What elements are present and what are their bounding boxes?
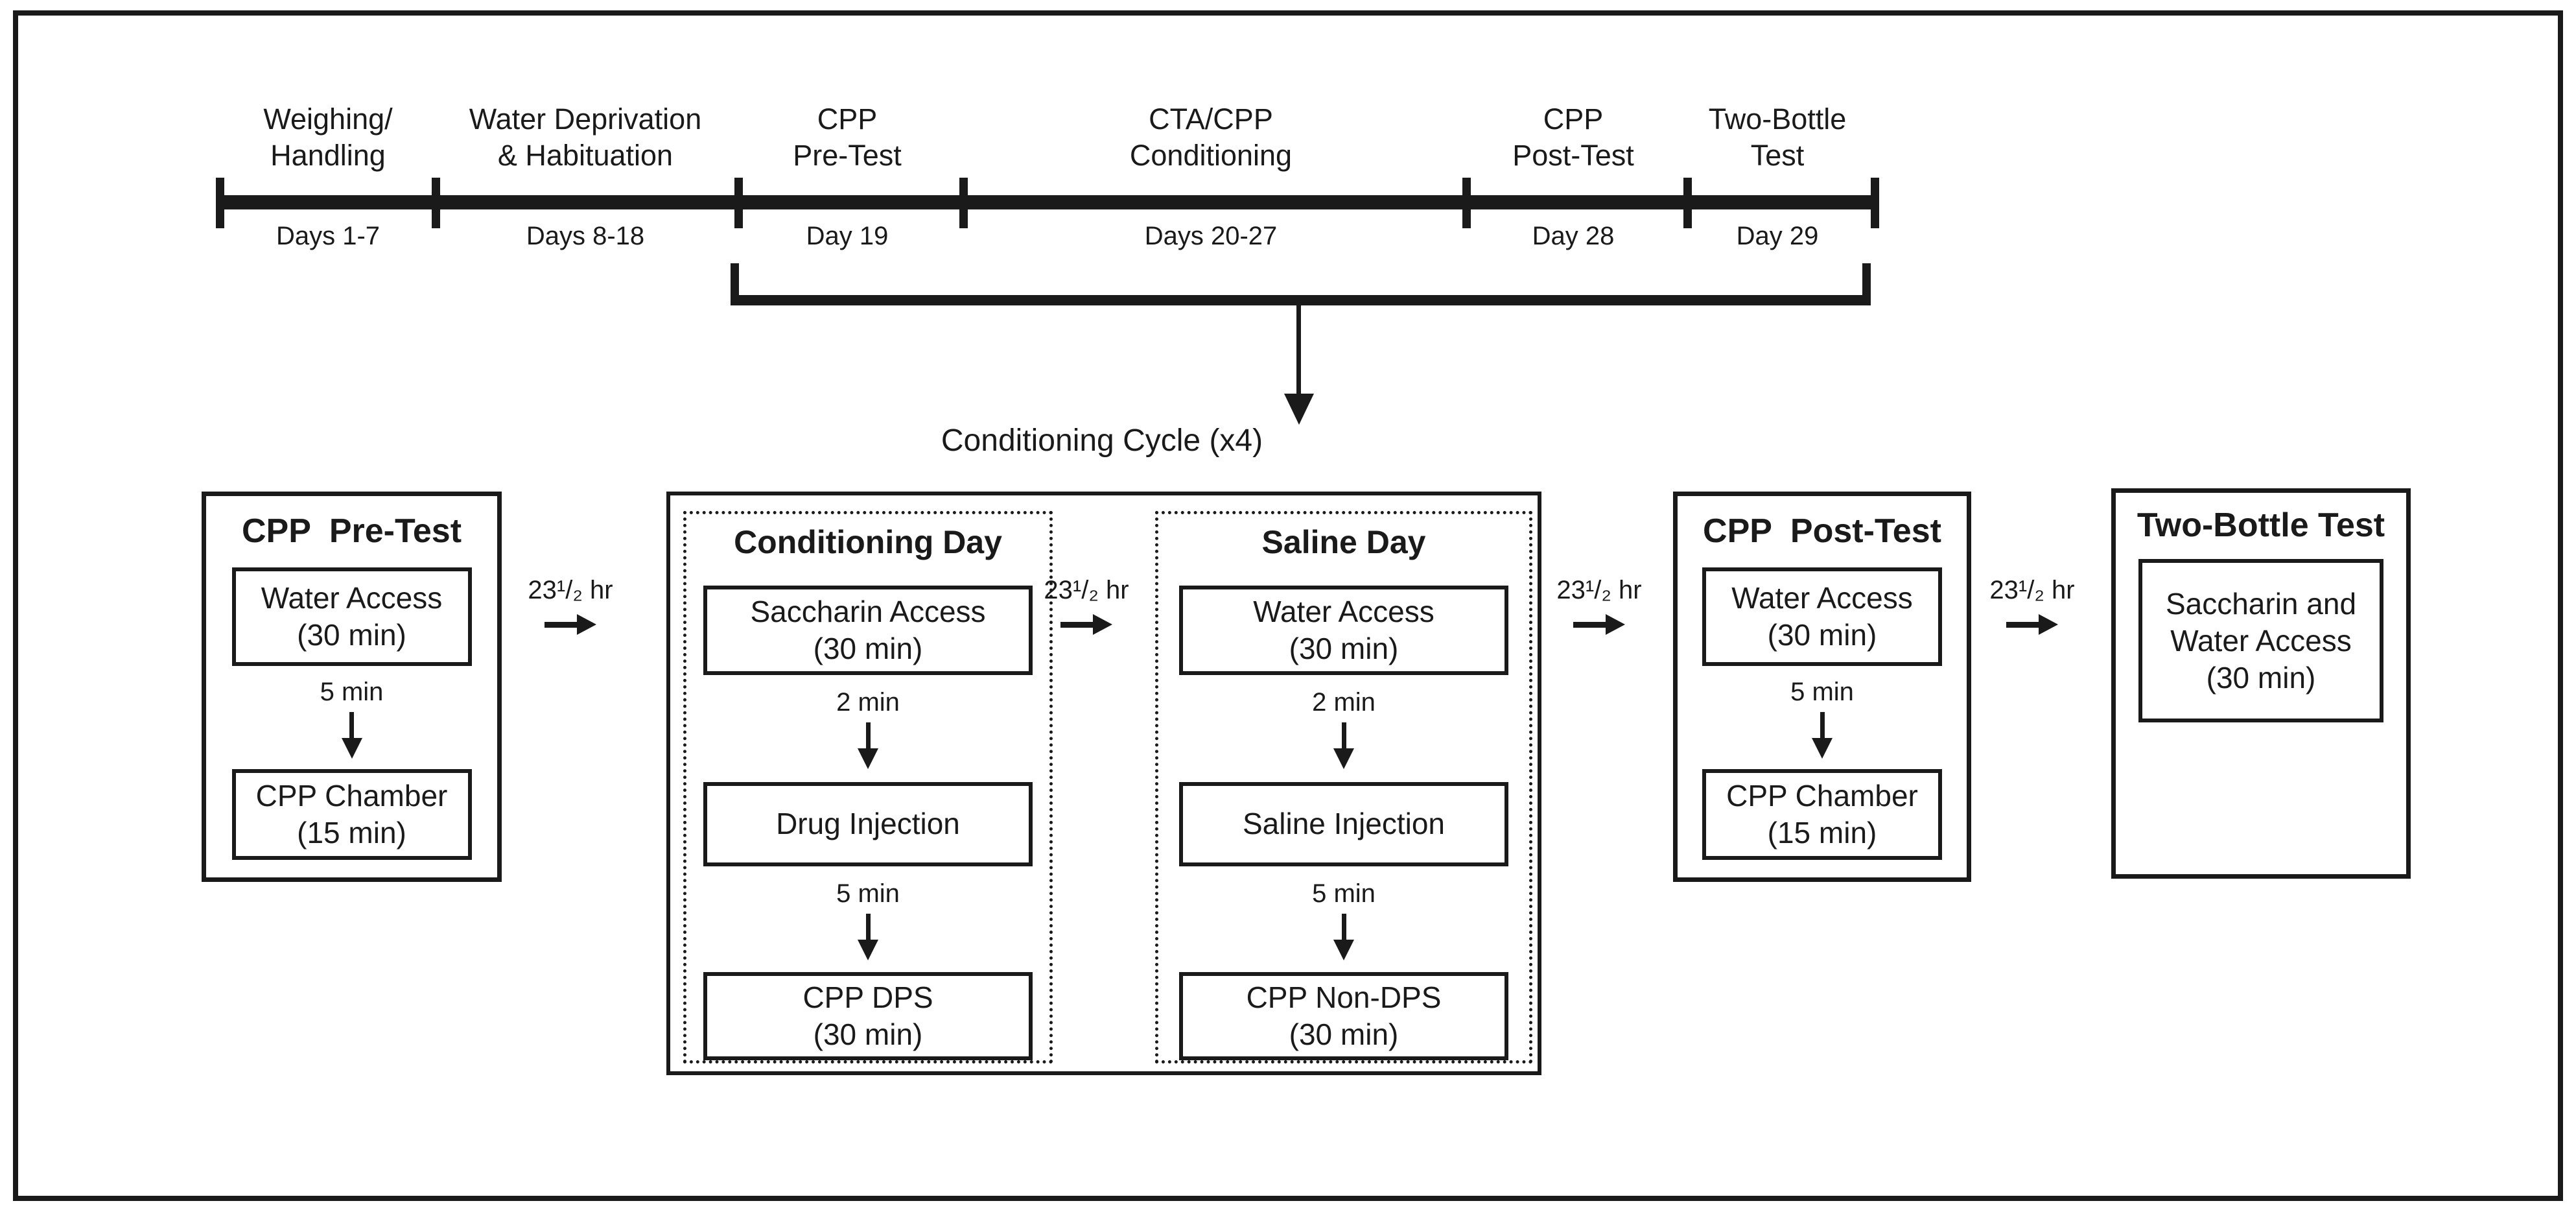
delay-label: 5 min <box>836 879 900 908</box>
down-arrow-icon <box>1333 913 1354 960</box>
water-access-box: Water Access (30 min) <box>231 567 472 666</box>
step-duration: (15 min) <box>1767 816 1877 850</box>
step-duration: (30 min) <box>813 632 923 666</box>
transition-label: 23¹/₂ hr <box>1556 576 1642 604</box>
delay-step: 2 min <box>836 688 900 770</box>
conditioning-cycle-container: Conditioning Day Saccharin Access (30 mi… <box>666 492 1541 1075</box>
timeline-tick-1 <box>432 178 440 228</box>
delay-step: 2 min <box>1312 688 1376 770</box>
delay-label: 2 min <box>1312 688 1376 717</box>
step-label: Water Access <box>1731 581 1913 615</box>
saline-injection-box: Saline Injection <box>1179 782 1508 866</box>
step-label: CPP DPS <box>802 980 933 1014</box>
saline-day-box: Saline Day Water Access (30 min) 2 min S… <box>1155 511 1532 1063</box>
conditioning-day-box: Conditioning Day Saccharin Access (30 mi… <box>683 511 1053 1063</box>
step-duration: (30 min) <box>1767 618 1877 652</box>
timeline-days-label: Day 28 <box>1532 222 1615 250</box>
right-arrow-icon <box>1573 614 1625 635</box>
delay-step: 5 min <box>836 879 900 960</box>
transition-label: 23¹/₂ hr <box>528 576 613 604</box>
bracket-bar <box>731 295 1871 305</box>
timeline-tick-4 <box>1462 178 1471 228</box>
timeline-days-label: Days 1-7 <box>275 222 381 250</box>
delay-step: 5 min <box>1790 678 1854 759</box>
transition-label: 23¹/₂ hr <box>1044 576 1129 604</box>
bracket-right-tick <box>1862 263 1871 305</box>
step-duration: (30 min) <box>1289 632 1399 666</box>
cpp-chamber-box: CPP Chamber (15 min) <box>1702 769 1942 860</box>
cpp-posttest-panel: CPP Post-Test Water Access (30 min) 5 mi… <box>1673 492 1971 882</box>
transition-23hr: 23¹/₂ hr <box>509 576 632 635</box>
saccharin-water-access-box: Saccharin and Water Access (30 min) <box>2138 559 2383 722</box>
step-duration: (30 min) <box>297 618 406 652</box>
panel-title: Two-Bottle Test <box>2137 506 2385 544</box>
timeline-days-label: Days 20-27 <box>1144 222 1278 250</box>
down-arrow-icon <box>1812 712 1832 759</box>
timeline-bar <box>220 195 1879 209</box>
right-arrow-icon <box>1060 614 1112 635</box>
step-label: CPP Non-DPS <box>1246 980 1442 1014</box>
day-title: Saline Day <box>1261 524 1426 560</box>
bracket-arrow-stem <box>1296 305 1301 395</box>
step-duration: (30 min) <box>2206 660 2316 695</box>
step-label: CPP Chamber <box>255 779 448 813</box>
down-arrow-icon <box>858 722 878 770</box>
delay-label: 5 min <box>1790 678 1854 706</box>
drug-injection-box: Drug Injection <box>703 782 1033 866</box>
cpp-dps-box: CPP DPS (30 min) <box>703 971 1033 1060</box>
step-label: Saline Injection <box>1243 807 1445 841</box>
day-title: Conditioning Day <box>734 524 1002 560</box>
transition-23hr: 23¹/₂ hr <box>1025 576 1148 635</box>
timeline-tick-5 <box>1683 178 1692 228</box>
delay-step: 5 min <box>1312 879 1376 960</box>
bracket-left-tick <box>731 263 739 305</box>
water-access-box: Water Access (30 min) <box>1179 586 1508 676</box>
timeline-tick-3 <box>959 178 968 228</box>
delay-label: 5 min <box>1312 879 1376 908</box>
water-access-box: Water Access (30 min) <box>1702 567 1942 666</box>
transition-23hr: 23¹/₂ hr <box>1971 576 2094 635</box>
step-duration: (30 min) <box>813 1017 923 1051</box>
step-label: Saccharin and Water Access <box>2165 586 2357 658</box>
panel-title: CPP Post-Test <box>1703 512 1941 550</box>
step-duration: (30 min) <box>1289 1017 1399 1051</box>
timeline-days-label: Days 8-18 <box>526 222 645 250</box>
delay-label: 2 min <box>836 688 900 717</box>
cpp-non-dps-box: CPP Non-DPS (30 min) <box>1179 971 1508 1060</box>
bracket-down-arrow-icon <box>1284 394 1314 425</box>
timeline-days-label: Day 19 <box>806 222 889 250</box>
timeline-tick-0 <box>216 178 224 228</box>
timeline-tick-2 <box>734 178 743 228</box>
timeline-days-label: Day 29 <box>1736 222 1819 250</box>
transition-23hr: 23¹/₂ hr <box>1538 576 1661 635</box>
down-arrow-icon <box>341 712 362 759</box>
step-label: Water Access <box>261 581 443 615</box>
right-arrow-icon <box>544 614 596 635</box>
two-bottle-test-panel: Two-Bottle Test Saccharin and Water Acce… <box>2111 488 2411 879</box>
step-duration: (15 min) <box>297 816 406 850</box>
conditioning-cycle-title: Conditioning Cycle (x4) <box>941 423 1263 458</box>
right-arrow-icon <box>2006 614 2058 635</box>
delay-step: 5 min <box>320 678 384 759</box>
step-label: Saccharin Access <box>750 595 986 629</box>
timeline-segment-label: Water Deprivation& Habituation <box>469 102 702 172</box>
panel-title: CPP Pre-Test <box>241 512 462 550</box>
step-label: Water Access <box>1253 595 1434 629</box>
step-label: CPP Chamber <box>1726 779 1918 813</box>
down-arrow-icon <box>858 913 878 960</box>
cpp-chamber-box: CPP Chamber (15 min) <box>231 769 472 860</box>
saccharin-access-box: Saccharin Access (30 min) <box>703 586 1033 676</box>
transition-label: 23¹/₂ hr <box>1989 576 2075 604</box>
delay-label: 5 min <box>320 678 384 706</box>
timeline-tick-6 <box>1871 178 1879 228</box>
cpp-pretest-panel: CPP Pre-Test Water Access (30 min) 5 min… <box>202 492 502 882</box>
down-arrow-icon <box>1333 722 1354 770</box>
step-label: Drug Injection <box>776 807 960 841</box>
timeline-segment-label: Weighing/Handling <box>263 102 393 172</box>
